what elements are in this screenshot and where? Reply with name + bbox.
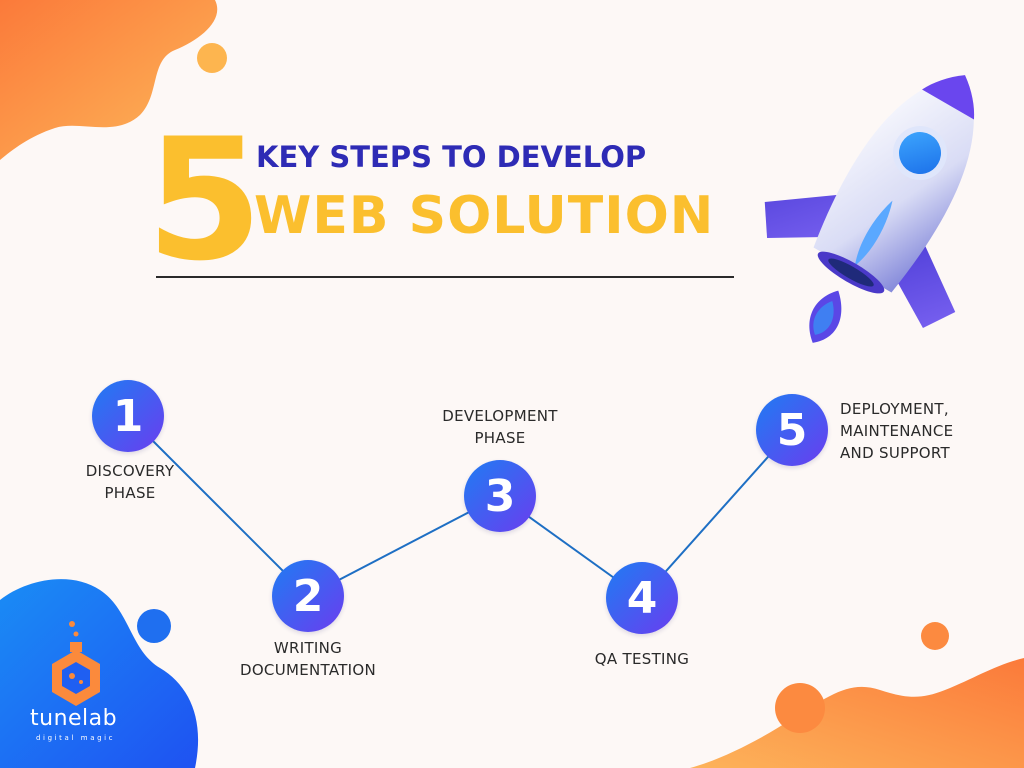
rocket-illustration bbox=[764, 75, 975, 343]
step-5-label-text: DEPLOYMENT, MAINTENANCE AND SUPPORT bbox=[840, 400, 954, 462]
step-3-circle: 3 bbox=[464, 460, 536, 532]
step-2-circle: 2 bbox=[272, 560, 344, 632]
tunelab-logo-icon bbox=[52, 621, 100, 706]
orange-dot-small bbox=[921, 622, 949, 650]
step-1-label-text: DISCOVERY PHASE bbox=[85, 462, 175, 502]
blue-dot-left bbox=[137, 609, 171, 643]
step-1-label: DISCOVERY PHASE bbox=[70, 460, 190, 504]
title-line-2: WEB SOLUTION bbox=[254, 186, 715, 246]
step-4-label: QA TESTING bbox=[577, 648, 707, 670]
big-number: 5 bbox=[146, 102, 263, 298]
orange-blob-bottom-right bbox=[690, 658, 1024, 768]
step-2-label: WRITING DOCUMENTATION bbox=[218, 637, 398, 681]
orange-blob-top-left bbox=[0, 0, 218, 160]
step-5-label: DEPLOYMENT, MAINTENANCE AND SUPPORT bbox=[840, 398, 1020, 464]
logo-tagline: digital magic bbox=[36, 734, 116, 742]
step-4-circle: 4 bbox=[606, 562, 678, 634]
logo-name: tunelab bbox=[30, 706, 118, 731]
orange-dot-top bbox=[197, 43, 227, 73]
orange-dot-bottom bbox=[775, 683, 825, 733]
title-divider bbox=[156, 276, 734, 278]
step-2-label-text: WRITING DOCUMENTATION bbox=[239, 639, 377, 679]
step-3-label: DEVELOPMENT PHASE bbox=[425, 405, 575, 449]
step-4-label-text: QA TESTING bbox=[594, 650, 690, 668]
step-3-label-text: DEVELOPMENT PHASE bbox=[442, 407, 558, 447]
title-line-1: KEY STEPS TO DEVELOP bbox=[256, 140, 647, 174]
step-1-circle: 1 bbox=[92, 380, 164, 452]
step-5-circle: 5 bbox=[756, 394, 828, 466]
